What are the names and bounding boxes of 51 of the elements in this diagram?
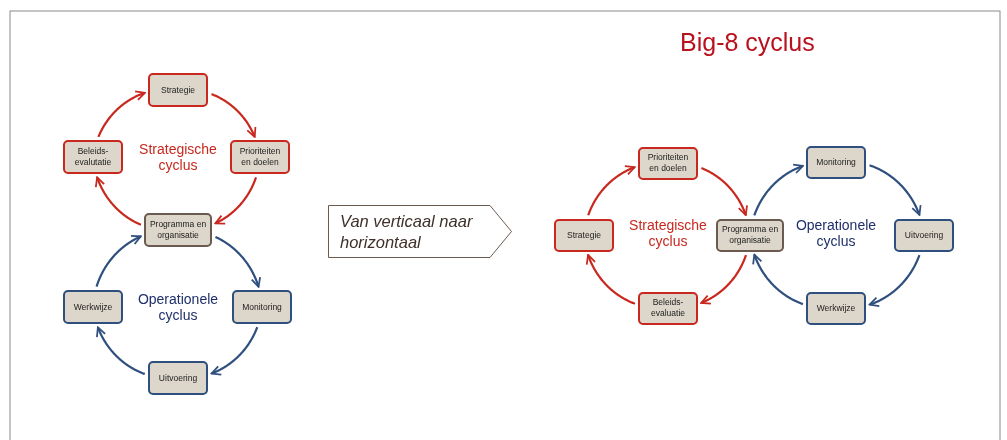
process-box bbox=[148, 73, 208, 107]
process-box bbox=[144, 213, 212, 247]
cycle-label: Operationele cyclus bbox=[794, 216, 878, 250]
process-box bbox=[806, 145, 866, 179]
cycle-label: Strategische cyclus bbox=[628, 216, 708, 250]
cycle-label: Operationele cyclus bbox=[136, 290, 220, 324]
cycle-arrow bbox=[214, 235, 261, 288]
pentagon-arrow-shape bbox=[328, 205, 512, 258]
process-box bbox=[716, 218, 784, 252]
process-box bbox=[806, 291, 866, 325]
cycle-arrow bbox=[753, 163, 804, 216]
process-box bbox=[148, 361, 208, 395]
cycle-arrow bbox=[97, 90, 146, 138]
process-box bbox=[638, 146, 698, 180]
process-box bbox=[232, 290, 292, 324]
process-box bbox=[554, 218, 614, 252]
node-text: Programma en organisatie bbox=[721, 224, 779, 246]
node-text: Prioriteiten en doelen bbox=[646, 152, 690, 174]
process-box bbox=[894, 218, 954, 252]
cycle-arrow bbox=[700, 254, 747, 305]
node-text: Monitoring bbox=[242, 301, 282, 313]
cycle-arrow bbox=[869, 164, 922, 216]
process-box bbox=[638, 291, 698, 325]
node-text: Monitoring bbox=[816, 156, 856, 168]
cycle-arrow bbox=[752, 253, 804, 306]
node-text: Strategie bbox=[567, 229, 601, 241]
cycle-arrow bbox=[95, 235, 142, 288]
node-text: Van verticaal naar horizontaal bbox=[340, 210, 474, 253]
node-text: Uitvoering bbox=[904, 229, 944, 241]
cycle-arrow bbox=[96, 326, 146, 376]
cycle-arrow bbox=[700, 167, 748, 216]
diagram-title: Big-8 cyclus bbox=[680, 28, 815, 57]
node-text: Strategie bbox=[161, 84, 195, 96]
cycle-arrow bbox=[210, 93, 257, 138]
process-box bbox=[230, 140, 290, 174]
process-box bbox=[63, 290, 123, 324]
process-box bbox=[63, 140, 123, 174]
cycle-arrow bbox=[868, 254, 921, 307]
node-text: Werkwijze bbox=[816, 302, 856, 314]
cycle-arrow bbox=[587, 165, 636, 216]
node-text: Uitvoering bbox=[158, 372, 198, 384]
node-text: Prioriteiten en doelen bbox=[238, 146, 282, 168]
node-text: Werkwijze bbox=[73, 301, 113, 313]
cycle-arrow bbox=[210, 326, 259, 376]
node-text: Beleids- evalutatie bbox=[73, 146, 113, 168]
cycle-label: Strategische cyclus bbox=[138, 140, 218, 174]
node-text: Beleids- evaluatie bbox=[650, 297, 686, 319]
cycle-arrow bbox=[214, 176, 258, 225]
node-text: Programma en organisatie bbox=[149, 219, 207, 241]
cycle-arrow bbox=[94, 176, 142, 226]
cycle-arrow bbox=[585, 254, 636, 305]
